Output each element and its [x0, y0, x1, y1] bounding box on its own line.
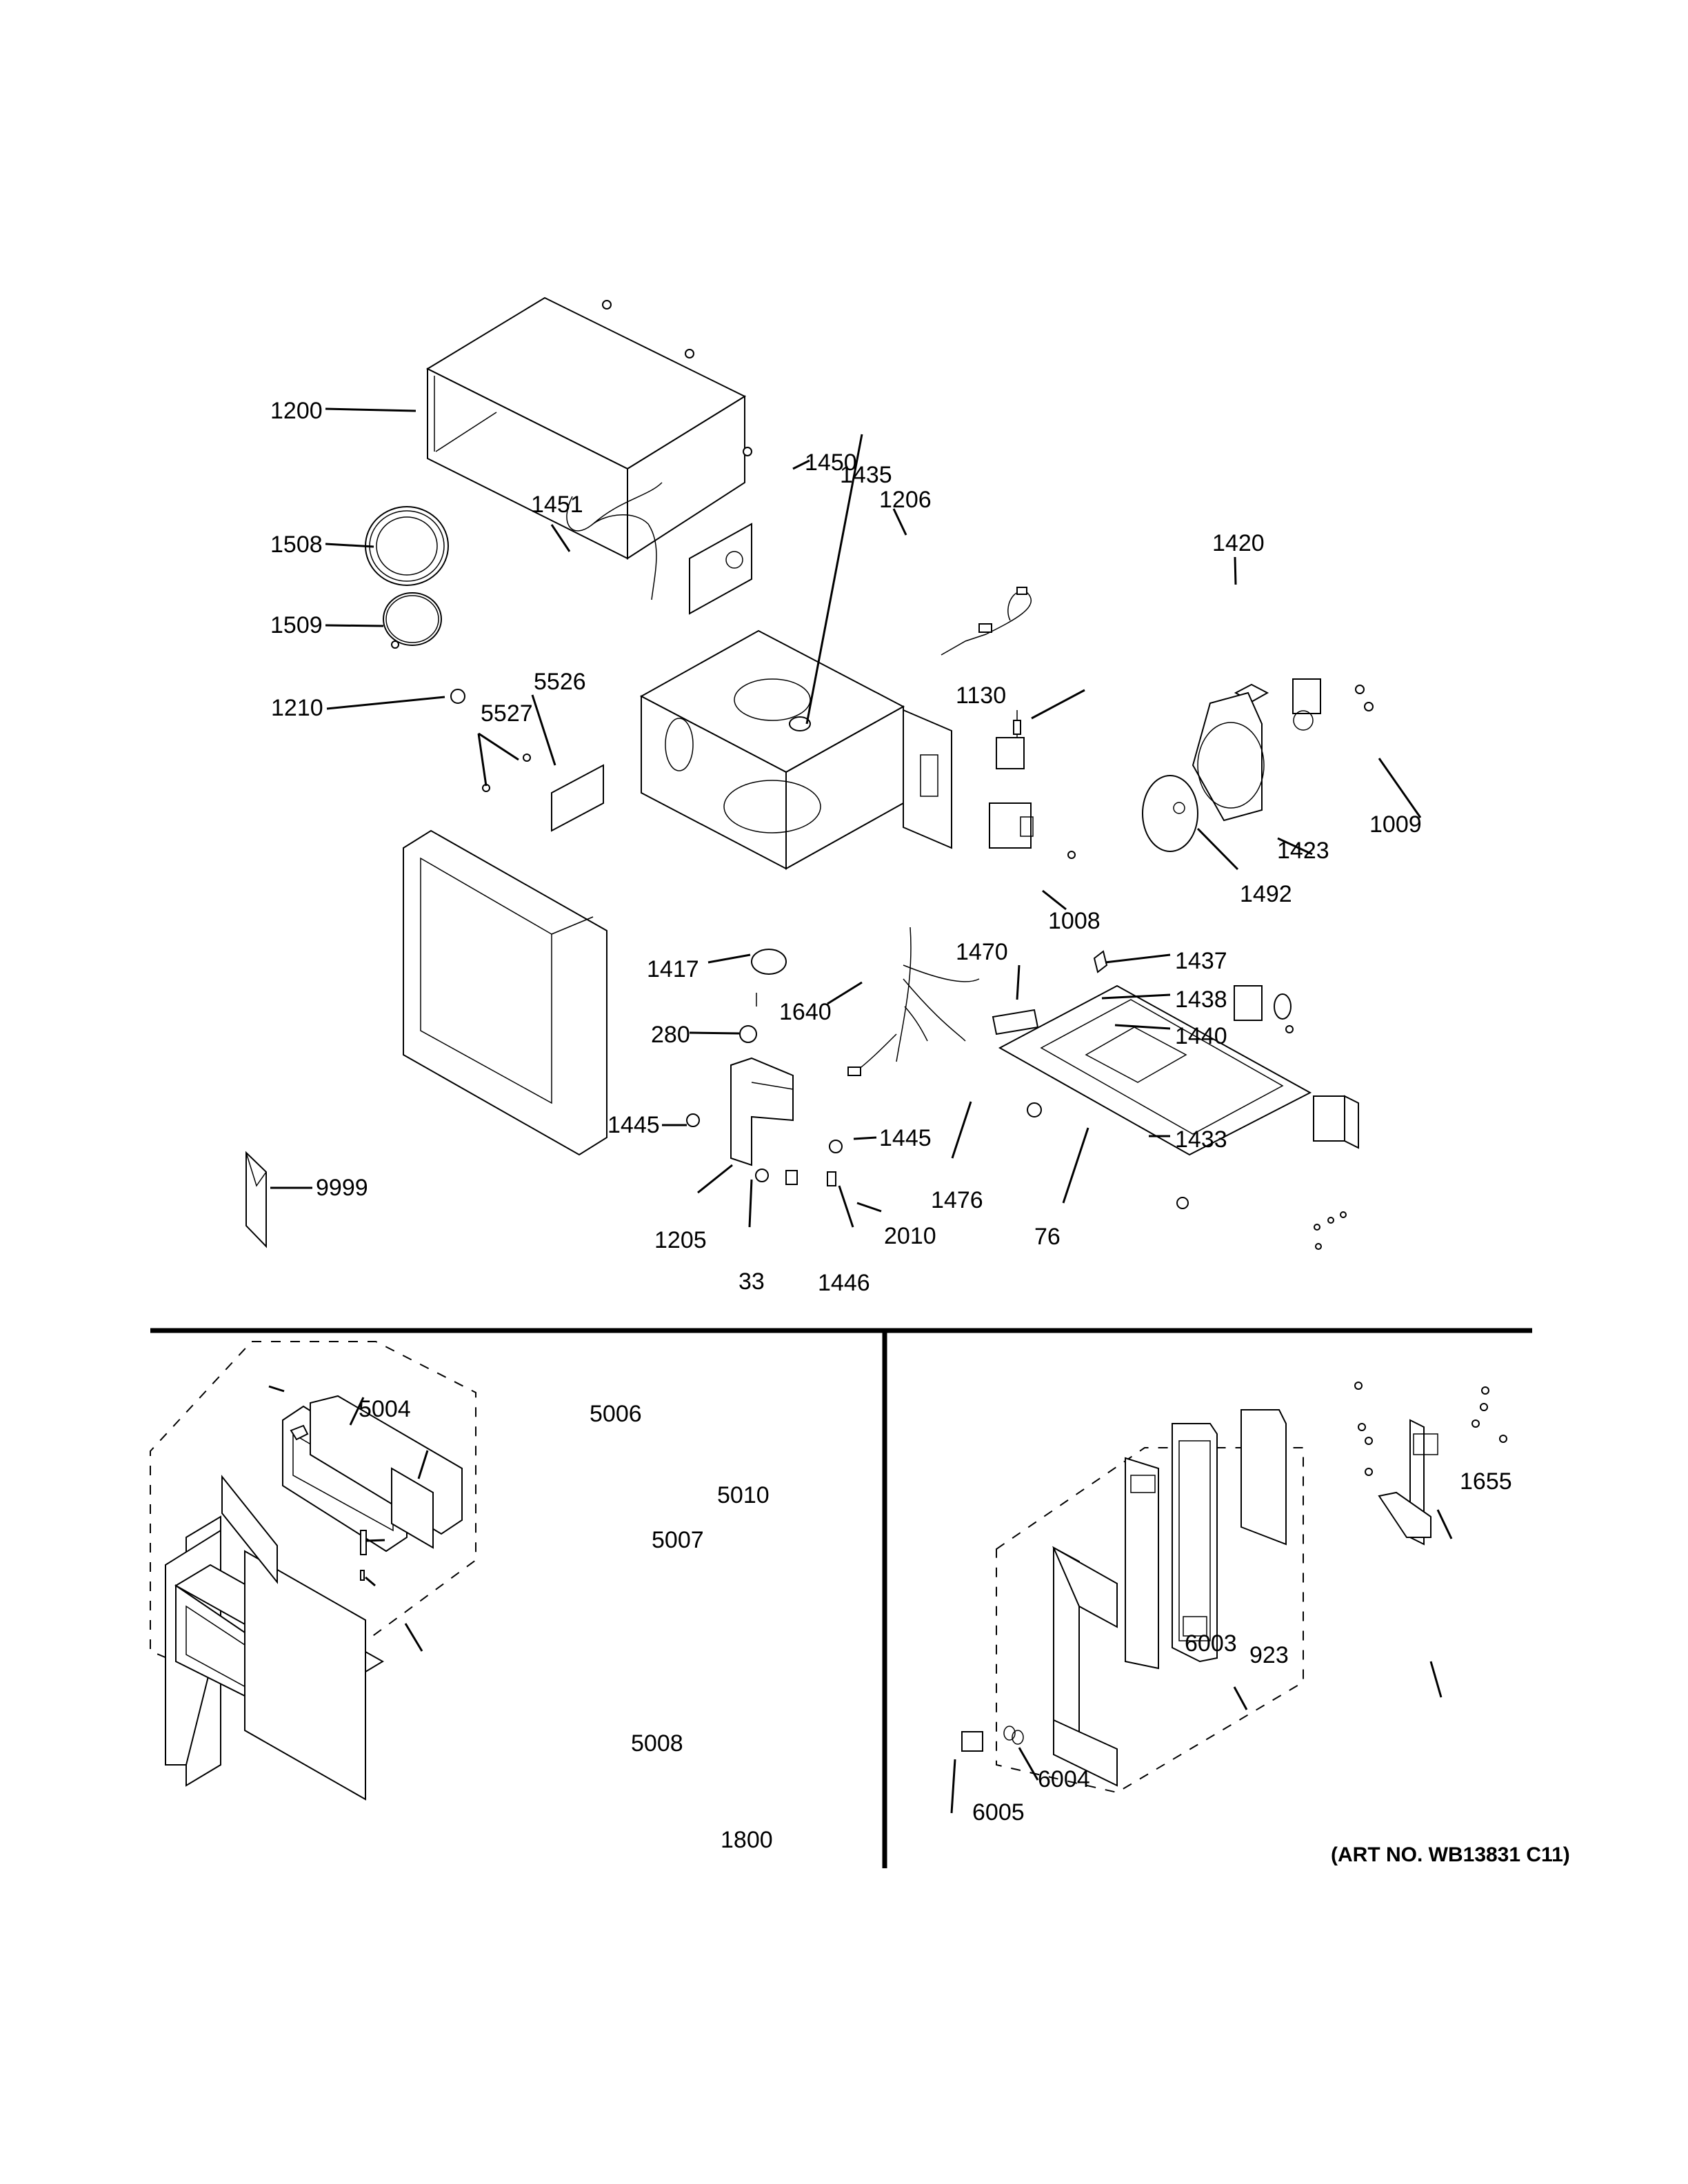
screw-icon	[482, 754, 531, 792]
screw-icon	[1354, 1382, 1507, 1476]
label-5008: 5008	[631, 1730, 683, 1757]
art-number: (ART NO. WB13831 C11)	[1331, 1843, 1570, 1866]
label-2010: 2010	[884, 1223, 936, 1249]
door-part	[403, 829, 607, 1156]
label-1508: 1508	[270, 532, 323, 558]
hv-capacitor-bracket-part	[996, 710, 1025, 769]
label-1470: 1470	[956, 939, 1008, 965]
part-labels: 1200 1508 1509 1210 5527 5526 1451 1450 …	[270, 398, 1422, 1296]
push-button-part	[961, 1726, 1024, 1752]
label-1445-left: 1445	[607, 1112, 660, 1138]
label-9999: 9999	[316, 1175, 368, 1201]
label-1435: 1435	[840, 462, 892, 488]
base-plate-part	[998, 984, 1312, 1209]
door-glass-part	[391, 1467, 434, 1549]
switch-icon	[686, 1113, 843, 1186]
connector-icon	[847, 1066, 861, 1076]
turntable-motor-part	[751, 949, 787, 1007]
label-1446: 1446	[818, 1270, 870, 1296]
label-1450: 1450	[805, 449, 857, 476]
screw-icon	[1314, 1211, 1347, 1250]
stirrer-part	[789, 716, 811, 731]
label-5006: 5006	[590, 1401, 642, 1427]
bracket-part	[992, 1009, 1039, 1035]
label-280: 280	[651, 1022, 690, 1048]
label-5007: 5007	[652, 1527, 704, 1553]
screw-icon	[602, 300, 752, 456]
label-1009: 1009	[1369, 811, 1422, 838]
label-1437: 1437	[1175, 948, 1227, 974]
control-panel-housing-part	[1172, 1423, 1218, 1663]
roller-ring-part	[383, 592, 442, 649]
label-5526: 5526	[534, 669, 586, 695]
label-33: 33	[738, 1268, 765, 1295]
leader-lines	[270, 407, 1422, 1228]
capacitor-part	[1093, 950, 1294, 1033]
label-1205: 1205	[654, 1227, 707, 1253]
door-part-labels: 5004 5006 5010 5007 5008 1800	[359, 1396, 773, 1853]
fan-duct-part	[1192, 691, 1265, 822]
overlay-part	[1125, 1457, 1159, 1670]
label-1200: 1200	[270, 398, 323, 424]
label-1210: 1210	[271, 695, 323, 721]
oven-cavity-part	[639, 629, 952, 870]
fan-motor-part	[1292, 678, 1374, 731]
waveguide-cover-part	[689, 523, 752, 615]
waveguide-wire-part	[566, 482, 663, 600]
label-1420: 1420	[1212, 530, 1265, 556]
panel-part-labels: 1655 923 6003 6004 6005	[972, 1468, 1512, 1826]
door-assembly-boundary	[150, 1341, 476, 1672]
label-1008: 1008	[1048, 908, 1101, 934]
control-board-part	[1240, 1409, 1287, 1546]
trim-frame-part	[1052, 1546, 1118, 1787]
owners-manual-part	[245, 1151, 267, 1248]
label-1438: 1438	[1175, 987, 1227, 1013]
leader-lines-panel	[950, 1509, 1453, 1814]
latch-hook-part	[450, 689, 465, 704]
latch-spring-part	[360, 1530, 367, 1581]
label-1476: 1476	[931, 1187, 983, 1213]
label-1655: 1655	[1460, 1468, 1512, 1495]
latch-part	[290, 1424, 309, 1441]
door-switch-part	[739, 1025, 757, 1043]
magnetron-part	[989, 802, 1076, 859]
transformer-part	[1313, 1095, 1359, 1149]
label-1206: 1206	[879, 487, 932, 513]
latch-board-part	[730, 1057, 794, 1166]
wire-harness-part	[854, 927, 980, 1073]
label-1433: 1433	[1175, 1126, 1227, 1153]
label-1445-right: 1445	[879, 1125, 932, 1151]
label-6005: 6005	[972, 1799, 1025, 1826]
label-1800: 1800	[721, 1827, 773, 1853]
door-frame-part	[165, 1475, 384, 1801]
label-5010: 5010	[717, 1482, 770, 1508]
leader-lines-door	[268, 1385, 429, 1652]
outer-case-part	[425, 296, 747, 560]
label-923: 923	[1249, 1642, 1289, 1668]
label-6004: 6004	[1038, 1766, 1090, 1792]
label-1417: 1417	[647, 956, 699, 982]
cover-plate-part	[551, 764, 604, 832]
turntable-tray-part	[365, 506, 449, 586]
label-1640: 1640	[779, 999, 832, 1025]
label-5004: 5004	[359, 1396, 411, 1422]
label-1440: 1440	[1175, 1023, 1227, 1049]
fan-blade-part	[1142, 775, 1198, 852]
label-6003: 6003	[1185, 1630, 1237, 1657]
label-1423: 1423	[1277, 838, 1329, 864]
label-1492: 1492	[1240, 881, 1292, 907]
label-76: 76	[1034, 1224, 1061, 1250]
door-release-lever-part	[1378, 1491, 1431, 1538]
control-panel-boundary	[996, 1447, 1304, 1794]
label-1509: 1509	[270, 612, 323, 638]
power-cord-part	[941, 587, 1032, 656]
label-5527: 5527	[481, 700, 533, 727]
label-1130: 1130	[956, 682, 1006, 709]
label-1451: 1451	[531, 492, 583, 518]
